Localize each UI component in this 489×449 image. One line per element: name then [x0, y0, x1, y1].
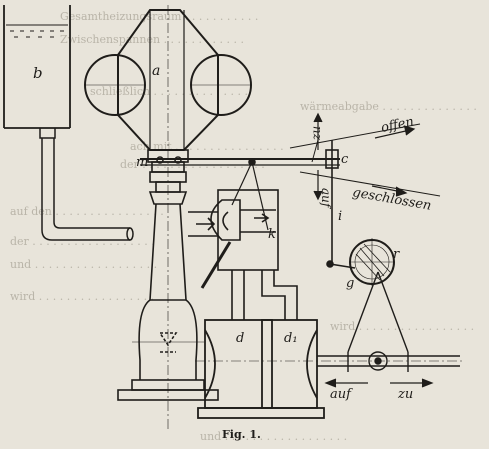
support-column	[117, 171, 219, 401]
bleed-line-1: Gesamtheizungsraum . . . . . . . . . . .	[60, 10, 258, 23]
hydraulic-cylinder: d d₁	[195, 319, 465, 419]
bleed-line-5: ach mit . . . . . . . . . . . . . . . .	[130, 140, 284, 153]
rotary-valve: r g	[326, 238, 400, 291]
control-lever: c i	[289, 123, 441, 262]
label-c: c	[341, 152, 349, 167]
bleed-through-text: Gesamtheizungsraum . . . . . . . . . . .…	[10, 10, 477, 443]
governor-collar: m	[136, 149, 340, 173]
label-zu-vertical: zu	[309, 126, 323, 141]
label-i: i	[338, 209, 342, 224]
label-g: g	[346, 276, 354, 291]
label-m: m	[136, 155, 148, 170]
direction-arrows	[313, 112, 434, 388]
bleed-line-12: und . . . . . . . . . . . . . . . . . .	[200, 430, 347, 443]
label-offen: offen	[380, 114, 416, 136]
label-zu-horizontal: zu	[397, 387, 413, 402]
label-auf-vertical: auf	[319, 188, 333, 210]
label-d: d	[236, 331, 244, 346]
bleed-line-10: wird . . . . . . . . . . . . . . . . .	[10, 290, 154, 303]
direction-labels: zu auf offen geschlossen auf zu	[309, 114, 432, 402]
figure-caption: Fig. 1.	[222, 428, 261, 441]
label-auf-horizontal: auf	[330, 387, 353, 402]
bleed-line-2: Zwischenspannen . . . . . . . . . . . .	[60, 33, 244, 46]
bleed-line-7: auf den . . . . . . . . . . . . . . . .	[10, 205, 164, 218]
label-k: k	[268, 227, 276, 242]
cylinder-pipes	[231, 270, 298, 320]
piston-crosshead	[347, 271, 409, 372]
linkage-rods	[231, 161, 269, 231]
control-valve: k	[188, 189, 279, 289]
bleed-line-4: wärmeabgabe . . . . . . . . . . . . . .	[300, 100, 477, 113]
label-r: r	[393, 247, 400, 262]
label-b: b	[33, 64, 43, 82]
label-a: a	[152, 63, 160, 79]
bleed-line-11: wird . . . . . . . . . . . . . . . . .	[330, 320, 474, 333]
bleed-line-9: und . . . . . . . . . . . . . . . . . .	[10, 258, 157, 271]
drain-pipe	[39, 128, 134, 241]
bleed-line-3: schließlich . . . . . . . . . . . . . .	[90, 85, 248, 98]
label-d1: d₁	[284, 331, 298, 346]
water-tank: b	[3, 5, 71, 129]
